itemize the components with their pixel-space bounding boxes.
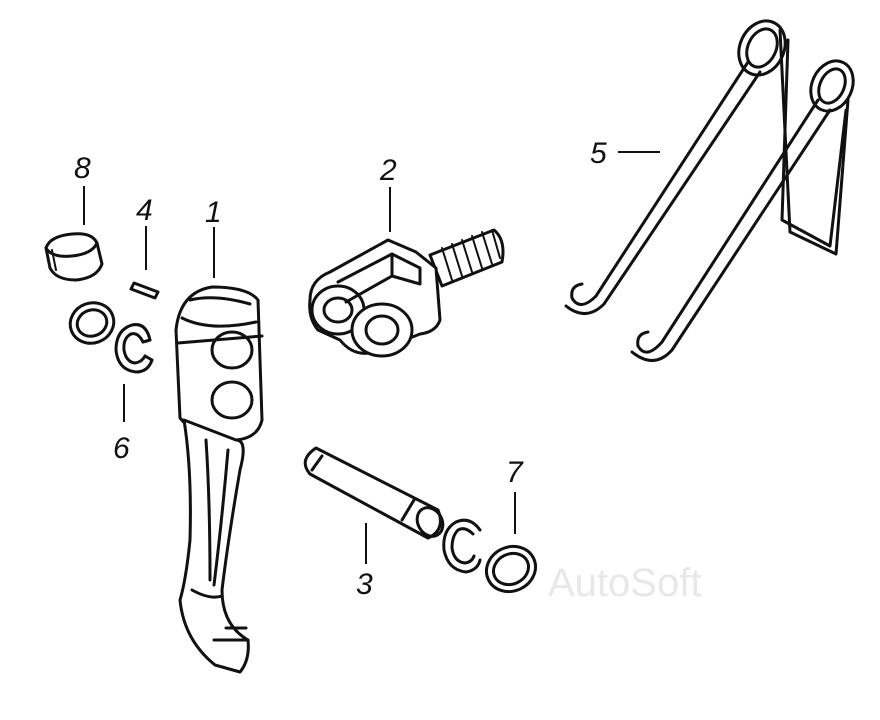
part-label-7: 7 bbox=[506, 456, 524, 489]
part-label-2: 2 bbox=[379, 154, 397, 187]
watermark-text: AutoSoft bbox=[548, 561, 701, 605]
part-label-5: 5 bbox=[590, 137, 607, 170]
part-label-8: 8 bbox=[74, 152, 91, 185]
part-5-spring bbox=[564, 19, 855, 362]
part-2-clevis bbox=[308, 228, 505, 358]
part-7-washer bbox=[485, 544, 537, 594]
part-label-3: 3 bbox=[356, 568, 373, 601]
part-8-bushing bbox=[44, 232, 104, 282]
part-label-6: 6 bbox=[113, 432, 130, 465]
part-3-pin-shaft bbox=[303, 446, 445, 540]
part-label-4: 4 bbox=[136, 194, 153, 227]
circlip-right bbox=[442, 518, 482, 574]
part-1-lever bbox=[174, 285, 264, 674]
part-6-circlip bbox=[114, 323, 154, 374]
part-4-pin bbox=[129, 281, 160, 300]
part-label-1: 1 bbox=[205, 196, 222, 229]
washer-left bbox=[68, 301, 116, 345]
